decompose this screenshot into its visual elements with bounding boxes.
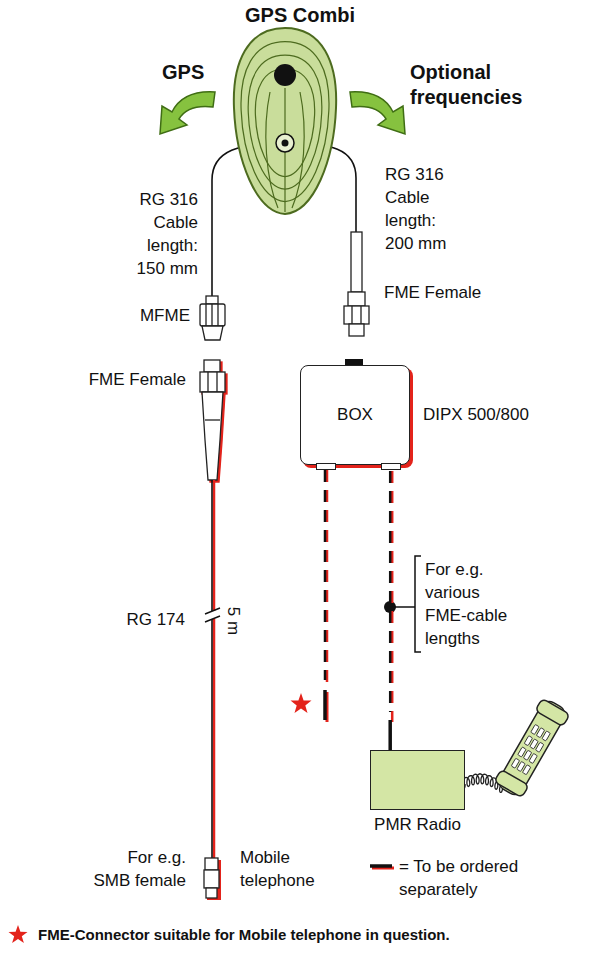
- radio-name: PMR Radio: [374, 814, 461, 836]
- diplexer-box: BOXDIPX 500/800: [300, 365, 410, 465]
- cable-dashed: [324, 470, 327, 680]
- footnote-caption: FME-Connector suitable for Mobile teleph…: [38, 925, 450, 945]
- cable-break-gap: [204, 611, 222, 619]
- signal-label: GPS: [162, 60, 204, 84]
- cable-break-mark: [205, 608, 220, 614]
- connector-note: For e.g. SMB female: [93, 846, 186, 892]
- star-symbol: [291, 693, 312, 713]
- cable-spec: RG 316 Cable length: 200 mm: [385, 163, 446, 255]
- note: For e.g. various FME-cable lengths: [425, 558, 507, 650]
- bracket-leader: [390, 606, 415, 608]
- bracket: [415, 556, 421, 652]
- fme-female-cable-connector: [200, 360, 227, 482]
- port-tab: [345, 359, 363, 365]
- cable-break-mark: [205, 616, 220, 622]
- legend-line-sample: [370, 864, 392, 868]
- box-model: DIPX 500/800: [423, 404, 529, 426]
- box-title: BOX: [337, 404, 373, 426]
- fme-female-connector: [344, 232, 369, 336]
- smb-plug: [204, 858, 221, 900]
- cable-dashed-shadow: [326, 470, 329, 682]
- mfme-connector: [200, 296, 225, 340]
- legend-entry: = To be ordered separately: [399, 855, 518, 901]
- signal-label: Optional frequencies: [410, 60, 522, 110]
- connector-name: FME Female: [384, 282, 481, 304]
- handset: [493, 697, 571, 800]
- gps-arrow: [160, 92, 215, 134]
- diagram-title: GPS Combi: [245, 3, 355, 27]
- cable-rg174-shadow: [213, 480, 216, 860]
- antenna-body: [234, 28, 336, 214]
- connector-name: FME Female: [89, 369, 186, 391]
- cable-length: 5 m: [222, 607, 244, 635]
- device-name: Mobile telephone: [240, 846, 315, 892]
- port-tab: [381, 463, 401, 470]
- cable-type: RG 174: [126, 609, 185, 631]
- cable-spec: RG 316 Cable length: 150 mm: [137, 188, 198, 280]
- port-tab: [316, 463, 336, 470]
- cable-rg174: [211, 480, 213, 860]
- connector-name: MFME: [140, 305, 190, 327]
- cable-connector: [390, 471, 392, 750]
- phone-connector: [323, 690, 327, 720]
- legend-text: = To be ordered separately: [399, 857, 518, 899]
- optional-arrow: [350, 92, 405, 134]
- radio-box: PMR Radio: [370, 750, 465, 810]
- star-symbol: [9, 925, 28, 943]
